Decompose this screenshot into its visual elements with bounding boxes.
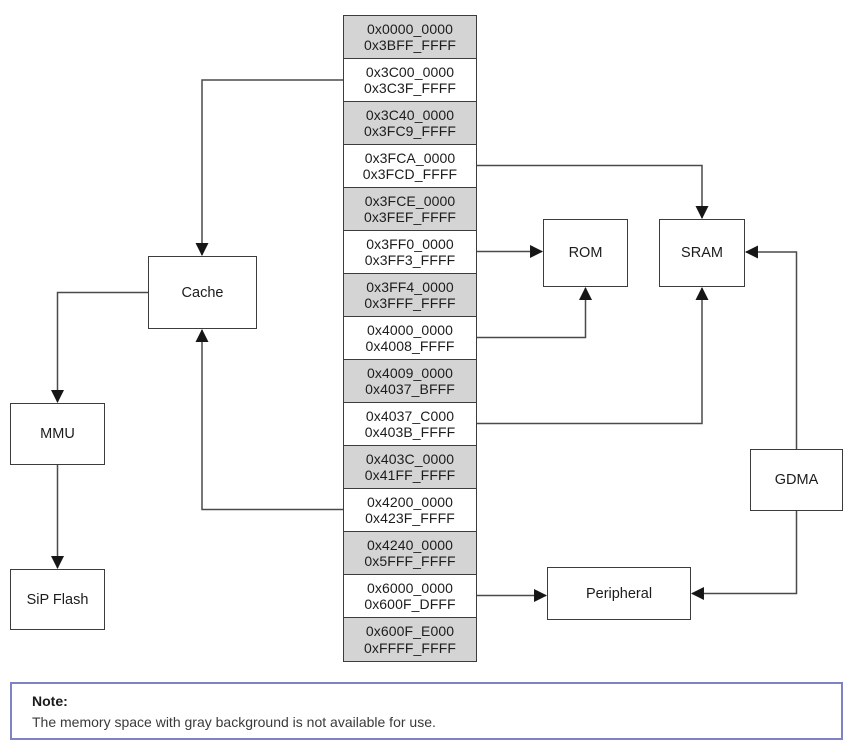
address-start: 0x4240_0000 bbox=[367, 536, 453, 553]
block-peripheral-label: Peripheral bbox=[585, 585, 653, 602]
address-end: 0x4037_BFFF bbox=[365, 381, 455, 397]
address-start: 0x4037_C000 bbox=[365, 407, 455, 424]
arrow-row2-to-cache bbox=[195, 79, 343, 257]
note-title: Note: bbox=[32, 693, 68, 709]
block-rom-label: ROM bbox=[568, 245, 603, 261]
address-start: 0x3FCE_0000 bbox=[364, 192, 456, 209]
memory-row: 0x3FF0_0000 0x3FF3_FFFF bbox=[344, 231, 476, 274]
address-start: 0x403C_0000 bbox=[365, 450, 455, 467]
address-end: 0x3FEF_FFFF bbox=[363, 209, 457, 225]
address-end: 0x4008_FFFF bbox=[365, 338, 455, 354]
memory-row: 0x6000_0000 0x600F_DFFF bbox=[344, 575, 476, 618]
address-start: 0x6000_0000 bbox=[367, 579, 453, 596]
memory-row: 0x4037_C000 0x403B_FFFF bbox=[344, 403, 476, 446]
address-start: 0x0000_0000 bbox=[367, 20, 453, 37]
address-end: 0x3FC9_FFFF bbox=[363, 123, 457, 139]
block-peripheral: Peripheral bbox=[547, 567, 691, 620]
arrow-row10-to-sram bbox=[477, 286, 709, 425]
arrow-gdma-to-sram bbox=[744, 245, 798, 449]
arrow-row12-to-cache bbox=[195, 328, 343, 511]
memory-row: 0x3FF4_0000 0x3FFF_FFFF bbox=[344, 274, 476, 317]
block-mmu-label: MMU bbox=[40, 426, 75, 442]
arrow-gdma-to-peripheral bbox=[690, 511, 798, 600]
address-end: 0x403B_FFFF bbox=[364, 424, 456, 440]
memory-row: 0x403C_0000 0x41FF_FFFF bbox=[344, 446, 476, 489]
block-sip-flash-label: SiP Flash bbox=[26, 591, 89, 608]
address-start: 0x3C40_0000 bbox=[365, 106, 455, 123]
block-sram-label: SRAM bbox=[681, 245, 723, 261]
address-start: 0x3FCA_0000 bbox=[364, 149, 456, 166]
memory-row: 0x3FCE_0000 0x3FEF_FFFF bbox=[344, 188, 476, 231]
address-end: 0x5FFF_FFFF bbox=[364, 553, 456, 569]
memory-row: 0x4000_0000 0x4008_FFFF bbox=[344, 317, 476, 360]
memory-row: 0x4009_0000 0x4037_BFFF bbox=[344, 360, 476, 403]
arrow-cache-to-mmu bbox=[51, 291, 148, 404]
address-end: 0x423F_FFFF bbox=[365, 510, 455, 526]
address-start: 0x600F_E000 bbox=[365, 623, 455, 639]
address-end: 0x3FCD_FFFF bbox=[362, 166, 458, 182]
memory-row: 0x3FCA_0000 0x3FCD_FFFF bbox=[344, 145, 476, 188]
memory-row: 0x600F_E000 0xFFFF_FFFF bbox=[344, 618, 476, 661]
address-start: 0x4200_0000 bbox=[367, 493, 453, 510]
arrow-row8-to-rom bbox=[477, 286, 592, 339]
memory-row: 0x3C00_0000 0x3C3F_FFFF bbox=[344, 59, 476, 102]
address-start: 0x3FF4_0000 bbox=[366, 278, 454, 295]
address-start: 0x4000_0000 bbox=[367, 321, 453, 338]
address-end: 0x3C3F_FFFF bbox=[363, 80, 457, 96]
note-box: Note: The memory space with gray backgro… bbox=[10, 682, 843, 740]
block-gdma: GDMA bbox=[750, 449, 843, 511]
memory-row: 0x4240_0000 0x5FFF_FFFF bbox=[344, 532, 476, 575]
arrow-row4-to-sram bbox=[477, 164, 709, 220]
block-cache: Cache bbox=[148, 256, 257, 329]
address-start: 0x3C00_0000 bbox=[365, 63, 455, 80]
address-start: 0x3FF0_0000 bbox=[366, 235, 454, 252]
memory-row: 0x3C40_0000 0x3FC9_FFFF bbox=[344, 102, 476, 145]
memory-row: 0x4200_0000 0x423F_FFFF bbox=[344, 489, 476, 532]
address-end: 0x41FF_FFFF bbox=[364, 467, 456, 483]
address-start: 0x4009_0000 bbox=[367, 364, 453, 381]
block-sip-flash: SiP Flash bbox=[10, 569, 105, 630]
address-end: 0x3FF3_FFFF bbox=[364, 252, 456, 268]
memory-address-column: 0x0000_0000 0x3BFF_FFFF 0x3C00_0000 0x3C… bbox=[343, 15, 477, 662]
block-mmu: MMU bbox=[10, 403, 105, 465]
address-end: 0x600F_DFFF bbox=[364, 596, 456, 612]
address-end: 0xFFFF_FFFF bbox=[363, 639, 457, 656]
block-gdma-label: GDMA bbox=[774, 472, 819, 488]
address-end: 0x3BFF_FFFF bbox=[363, 37, 457, 53]
address-end: 0x3FFF_FFFF bbox=[364, 295, 456, 311]
block-sram: SRAM bbox=[659, 219, 745, 287]
block-cache-label: Cache bbox=[181, 284, 224, 301]
block-rom: ROM bbox=[543, 219, 628, 287]
note-text: The memory space with gray background is… bbox=[32, 714, 436, 730]
memory-row: 0x0000_0000 0x3BFF_FFFF bbox=[344, 16, 476, 59]
